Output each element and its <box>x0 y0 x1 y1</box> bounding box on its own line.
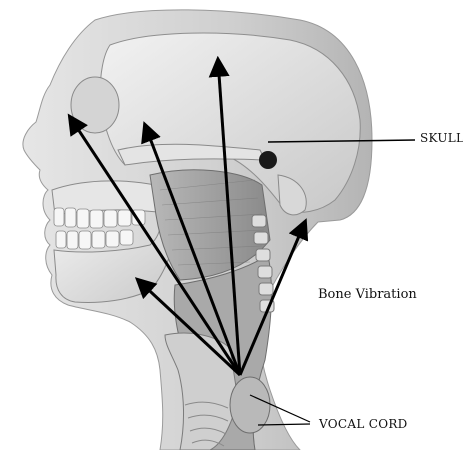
eye-socket <box>71 77 119 133</box>
ear-canal <box>259 151 277 169</box>
bone-vibration-label: Bone Vibration <box>318 287 417 302</box>
vocal-cord-label: VOCAL CORD <box>319 417 408 431</box>
skull-label: SKULL <box>420 131 463 145</box>
